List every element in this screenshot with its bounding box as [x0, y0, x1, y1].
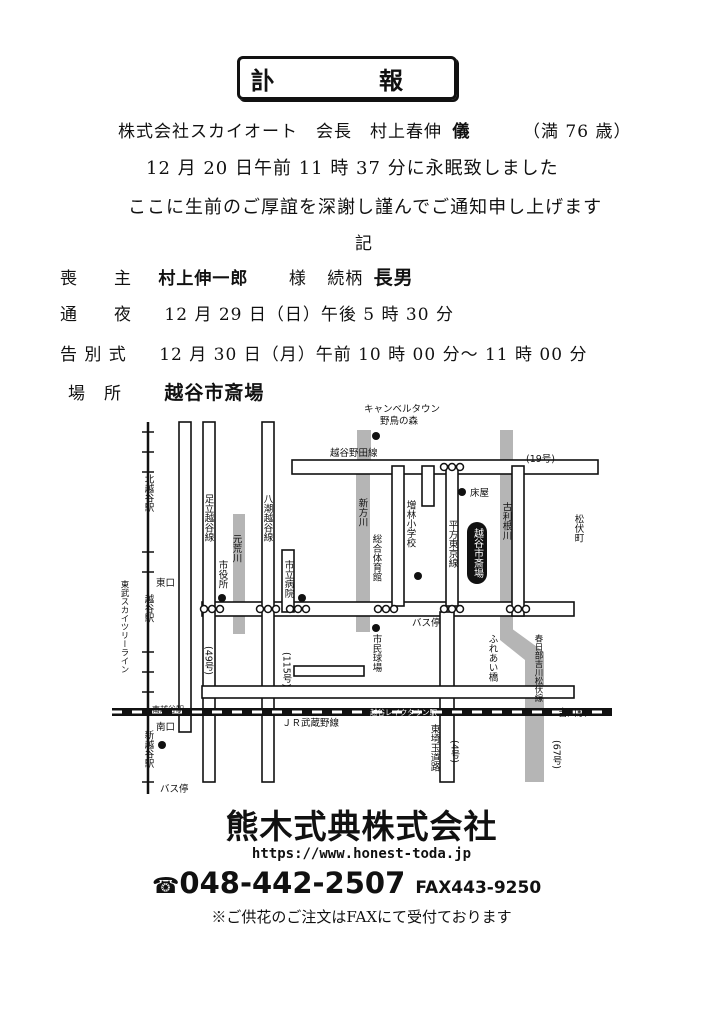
funeral-row: 告 別 式 12 月 30 日（月）午前 10 時 00 分～ 11 時 00 … — [60, 340, 587, 365]
traffic-lights — [199, 462, 531, 614]
place-row: 場 所 越谷市斎場 — [68, 378, 264, 405]
shinkata-river — [356, 472, 370, 632]
shin-koshigaya-label: 新越谷駅 — [143, 729, 155, 769]
city-hospital-label: 市立病院 — [283, 559, 295, 599]
route4-label: (4号) — [449, 740, 461, 763]
route67-label: (67号) — [551, 740, 563, 769]
masubayashi-label: 増林小学校 — [405, 499, 417, 548]
masubayashi-road — [391, 465, 405, 607]
wake-value: 12 月 29 日（日）午後 5 時 30 分 — [164, 305, 454, 325]
wake-label: 通 夜 — [60, 305, 132, 325]
place-value: 越谷市斎場 — [164, 382, 265, 404]
higashiguchi-label: 東口 — [156, 577, 175, 589]
bus-stop-label: バス停 — [412, 617, 441, 629]
motoara-label: 元荒川 — [231, 534, 243, 563]
minamiguchi-label: 南口 — [156, 721, 175, 733]
shinkata-label: 新方川 — [357, 497, 369, 526]
adachi-road — [178, 421, 192, 733]
company-name: 熊木式典株式会社 — [225, 807, 498, 846]
page-title: 訃 報 — [237, 56, 457, 100]
landmark-dots — [158, 432, 466, 749]
road-91 — [202, 421, 216, 783]
age-text: （満 76 歳） — [523, 122, 632, 142]
jr-label: ＪＲ武蔵野線 — [282, 717, 340, 729]
chief-sama: 様 — [288, 269, 307, 289]
route115-label: (115号) — [281, 652, 293, 687]
adachi-label: 足立越谷線 — [203, 494, 215, 542]
thanks-line: ここに生前のご厚誼を深謝し謹んでご通知申し上げます — [128, 197, 603, 218]
tokoya-label: 床屋 — [470, 487, 489, 499]
funeral-value: 12 月 30 日（月）午前 10 時 00 分～ 11 時 00 分 — [159, 345, 588, 365]
place-label: 場 所 — [68, 384, 122, 404]
south-road — [201, 685, 575, 699]
phone-icon: ☎ — [152, 874, 180, 899]
river-north — [357, 430, 371, 460]
chief-relation-label: 続柄 — [327, 269, 364, 289]
chief-value: 村上伸一郎 — [158, 269, 249, 289]
wild-bird-label: 野鳥の森 — [380, 415, 419, 427]
funeral-label: 告 別 式 — [60, 345, 127, 365]
route19-label: (19号) — [526, 454, 555, 465]
fureai-label: ふれあい橋 — [487, 634, 499, 682]
roads — [178, 421, 599, 783]
tobu-skytree-label: 東武スカイツリーライン — [119, 579, 129, 673]
river-east — [500, 620, 544, 782]
passed-line: 12 月 20 日午前 11 時 37 分に永眠致しました — [146, 158, 559, 179]
title-text: 訃 報 — [251, 65, 443, 95]
route49-label: (49号) — [203, 646, 215, 675]
city-office-label: 市役所 — [217, 559, 229, 589]
kasukabe-label: 春日部吉川松伏線 — [533, 633, 543, 702]
tokoya-road — [421, 465, 435, 507]
matsubushi-label: 松伏町 — [573, 513, 585, 542]
deceased-line: 株式会社スカイオート 会長 村上春伸 儀 — [118, 117, 470, 142]
saijo-label: 越谷市斎場 — [472, 527, 484, 579]
stadium-label: 市民球場 — [371, 633, 383, 673]
furutone-river — [500, 430, 513, 630]
deceased-name: 株式会社スカイオート 会長 村上春伸 — [118, 122, 442, 142]
laketown-label: 越谷レイクタウン駅 — [370, 707, 438, 717]
noda-line-label: 越谷野田線 — [330, 447, 378, 459]
higashi-saitama-label: 東埼玉道路 — [429, 723, 441, 772]
wake-row: 通 夜 12 月 29 日（日）午後 5 時 30 分 — [60, 300, 454, 325]
chief-relation-value: 長男 — [373, 267, 414, 289]
kita-koshigaya-label: 北越谷駅 — [143, 474, 155, 513]
access-map: 越谷市斎場 キャンベルタウン 野鳥の森 越谷野田線 (19号) 床屋 南越谷駅 … — [112, 404, 612, 794]
phone-number: ☎048-442-2507 FAX443-9250 — [152, 866, 541, 900]
chief-label: 喪 主 — [60, 269, 132, 289]
campbell-label: キャンベルタウン — [364, 404, 440, 415]
ki-mark: 記 — [355, 234, 373, 254]
company-url[interactable]: https://www.honest-toda.jp — [251, 846, 472, 862]
order-note: ※ご供花のご注文はFAXにて受付ております — [211, 908, 512, 926]
hirakata-label: 平方東京線 — [447, 520, 459, 568]
furutone-side-road — [511, 465, 525, 617]
bus-stop-south-label: バス停 — [160, 783, 189, 794]
honorific: 儀 — [452, 122, 471, 142]
phone-text: 048-442-2507 — [179, 866, 406, 900]
fax-number: FAX443-9250 — [415, 878, 542, 898]
yashio-label: 八潮越谷線 — [262, 494, 274, 542]
furutone-label: 古利根川 — [501, 501, 513, 540]
chief-mourner-row: 喪 主 村上伸一郎 様 続柄 長男 — [60, 263, 414, 290]
gym-label: 総合体育館 — [371, 533, 383, 582]
yashio-road — [261, 421, 275, 783]
yoshikawa-label: 吉川駅 — [558, 708, 587, 719]
koshigaya-station-label: 越谷駅 — [143, 593, 155, 623]
tobu-ties — [142, 431, 154, 783]
saijo-marker — [467, 522, 487, 584]
road-bend — [293, 665, 365, 677]
minami-koshigaya-label: 南越谷駅 — [152, 704, 184, 714]
